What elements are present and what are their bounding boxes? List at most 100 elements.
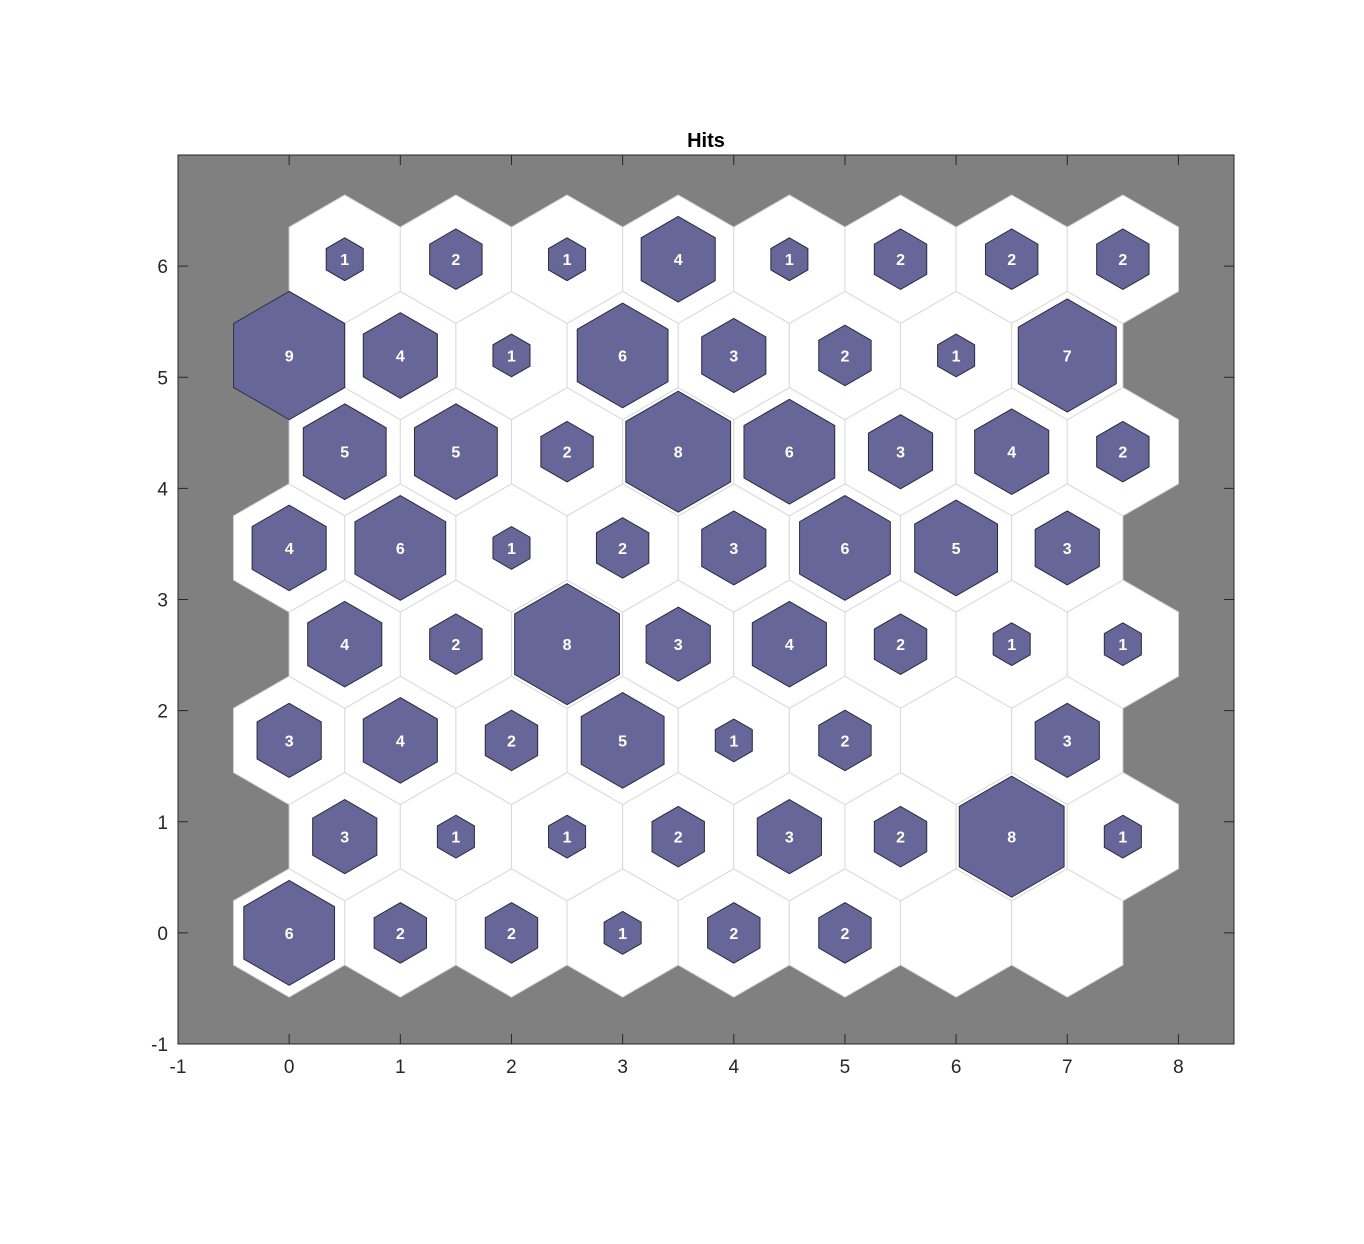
- hit-count-label: 2: [896, 637, 905, 654]
- hit-count-label: 3: [1063, 733, 1072, 750]
- hit-count-label: 1: [451, 830, 460, 847]
- hit-count-label: 4: [1007, 445, 1016, 462]
- hit-count-label: 2: [563, 445, 572, 462]
- hit-count-label: 6: [285, 926, 294, 943]
- hit-hexagon: [818, 324, 872, 387]
- hits-layer: [233, 215, 1150, 986]
- hit-hexagon: [867, 414, 934, 490]
- x-tick-label: 8: [1173, 1057, 1184, 1078]
- hit-hexagon: [603, 910, 642, 955]
- ticks-layer: -1 0 1 2 3 4 5 6 7 8 -1 0 1 2 3 4 5 6: [151, 155, 1234, 1078]
- hit-hexagon: [251, 504, 327, 592]
- x-tick-label: 4: [729, 1057, 740, 1078]
- hit-hexagon: [484, 709, 539, 772]
- hit-count-label: 9: [285, 348, 294, 365]
- hit-hexagon: [640, 215, 716, 303]
- hit-hexagon: [307, 600, 383, 688]
- hit-count-label: 2: [1118, 445, 1127, 462]
- hit-count-label: 3: [285, 733, 294, 750]
- hit-hexagon: [436, 814, 475, 859]
- hit-hexagon: [625, 390, 732, 513]
- hit-count-label: 4: [340, 637, 349, 654]
- hit-hexagon: [974, 408, 1050, 496]
- hit-count-label: 7: [1063, 348, 1072, 365]
- hit-hexagon: [799, 494, 891, 601]
- hit-count-label: 5: [451, 445, 460, 462]
- y-tick-label: 6: [157, 257, 168, 278]
- hit-count-label: 1: [340, 252, 349, 269]
- hit-hexagon: [651, 805, 705, 868]
- hit-hexagon: [548, 237, 587, 282]
- hit-hexagon: [751, 600, 827, 688]
- hit-hexagon: [707, 902, 761, 964]
- x-tick-label: 6: [951, 1057, 962, 1078]
- hit-hexagon: [701, 317, 767, 394]
- hit-count-label: 2: [507, 733, 516, 750]
- hit-hexagon: [743, 398, 836, 505]
- hit-hexagon: [362, 697, 438, 784]
- hit-hexagon: [984, 228, 1039, 291]
- hit-count-label: 6: [396, 541, 405, 558]
- hit-hexagon: [429, 613, 483, 675]
- y-tick-label: 3: [157, 591, 168, 612]
- hit-hexagon: [492, 333, 531, 378]
- hit-count-label: 8: [674, 445, 683, 462]
- hit-count-label: 1: [507, 348, 516, 365]
- hit-hexagon: [492, 525, 531, 570]
- hit-hexagon: [873, 613, 928, 675]
- hit-count-label: 5: [952, 541, 961, 558]
- hit-count-label: 3: [340, 830, 349, 847]
- hit-count-label: 4: [396, 733, 405, 750]
- hit-hexagon: [243, 879, 336, 986]
- hit-hexagon: [914, 499, 999, 597]
- hit-count-label: 4: [785, 637, 794, 654]
- hit-hexagon: [1103, 622, 1142, 667]
- hit-hexagon: [756, 799, 822, 875]
- hit-hexagon: [1034, 702, 1100, 779]
- hit-hexagon: [645, 606, 711, 682]
- x-tick-label: -1: [170, 1057, 187, 1078]
- hit-count-label: 3: [896, 445, 905, 462]
- y-tick-label: 1: [157, 813, 168, 834]
- y-tick-label: -1: [151, 1035, 168, 1056]
- y-tick-label: 0: [157, 924, 168, 945]
- hit-hexagon: [354, 494, 447, 601]
- y-tick-label: 5: [157, 368, 168, 389]
- hit-count-label: 8: [563, 637, 572, 654]
- hit-hexagon: [714, 718, 753, 763]
- hit-hexagon: [548, 814, 587, 859]
- hit-count-label: 2: [1007, 252, 1016, 269]
- hit-count-label: 1: [1007, 637, 1016, 654]
- hit-count-label: 1: [563, 252, 572, 269]
- hit-hexagon: [1096, 228, 1150, 291]
- hit-count-label: 2: [618, 541, 627, 558]
- hit-count-label: 2: [896, 830, 905, 847]
- hit-count-label: 2: [840, 733, 849, 750]
- hit-hexagon: [992, 622, 1031, 667]
- hit-hexagon: [937, 333, 976, 378]
- hit-count-label: 2: [507, 926, 516, 943]
- x-tick-label: 0: [284, 1057, 295, 1078]
- hit-count-label: 2: [396, 926, 405, 943]
- hit-hexagon: [540, 420, 594, 483]
- hit-count-label: 2: [1118, 252, 1127, 269]
- hit-count-label: 5: [618, 733, 627, 750]
- hit-count-label: 1: [1118, 830, 1127, 847]
- hit-count-label: 1: [618, 926, 627, 943]
- hit-hexagon: [818, 902, 872, 964]
- hit-hexagon: [580, 692, 665, 789]
- hit-hexagon: [818, 709, 872, 772]
- hit-count-label: 3: [729, 348, 738, 365]
- hit-hexagon: [514, 583, 620, 706]
- hit-count-label: 2: [451, 637, 460, 654]
- hit-count-label: 4: [396, 348, 405, 365]
- chart-title: Hits: [687, 130, 725, 152]
- hit-count-label: 5: [340, 445, 349, 462]
- hit-hexagon: [958, 775, 1065, 898]
- hit-count-label: 6: [618, 348, 627, 365]
- hit-count-label: 2: [840, 926, 849, 943]
- hit-count-label: 2: [896, 252, 905, 269]
- hit-hexagon: [373, 902, 428, 964]
- hit-count-label: 6: [785, 445, 794, 462]
